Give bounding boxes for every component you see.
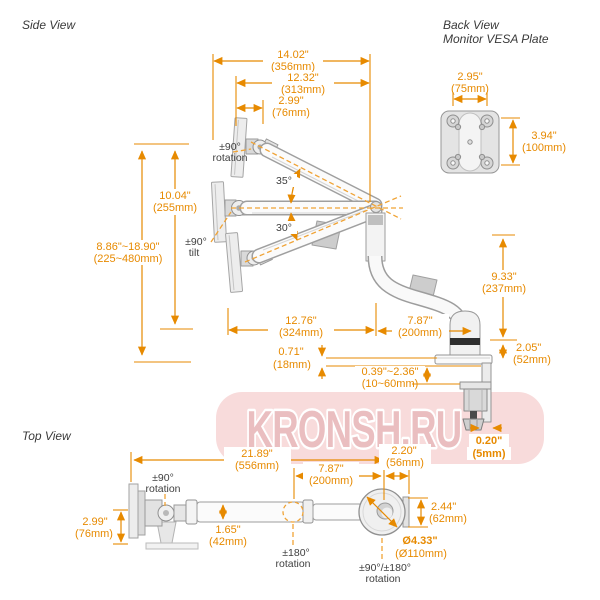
dim-base-side-in: 2.44": [431, 501, 456, 513]
back-view-dimensions: 2.95" (75mm) 3.94" (100mm): [451, 71, 566, 166]
label-rotation-base-1: ±90°/±180°: [359, 562, 411, 574]
monitor-plate-down: [225, 232, 244, 293]
dim-arm-width-in: 1.65": [215, 524, 240, 536]
elbow-rotation-mark: [282, 501, 304, 523]
dim-clamp-plate-in: 0.20": [476, 435, 503, 447]
dim-vesa-width-mm: (75mm): [451, 83, 489, 95]
side-view-title: Side View: [22, 18, 76, 32]
dim-plate-thickness-mm: (18mm): [273, 359, 311, 371]
top-arm-forearm: [312, 503, 364, 521]
side-view-drawing: [210, 117, 493, 431]
arm-position-up: [259, 142, 383, 213]
label-rotation-top-2: rotation: [212, 152, 247, 164]
dim-plate-depth-in: 2.99": [82, 516, 107, 528]
dim-reach-lower-mm: (324mm): [279, 327, 323, 339]
dim-lift-range-mm: (255mm): [153, 202, 197, 214]
dim-base-offset-in: 2.20": [391, 445, 416, 457]
dim-plate-thickness-in: 0.71": [278, 346, 303, 358]
dim-height-range-mm: (225~480mm): [94, 253, 163, 265]
dim-width-arm-mm: (313mm): [281, 84, 325, 96]
back-view-title-line1: Back View: [443, 18, 500, 32]
dim-lift-range-in: 10.04": [159, 190, 191, 202]
dim-forearm-mm: (200mm): [309, 475, 353, 487]
centerlines: [210, 141, 403, 263]
dim-vesa-height-in: 3.94": [531, 130, 556, 142]
dim-clamp-range-in: 0.39"~2.36": [361, 366, 418, 378]
dim-base-height-in: 2.05": [516, 342, 541, 354]
dim-width-full-in: 14.02": [277, 49, 309, 61]
top-view-title: Top View: [22, 429, 72, 443]
dim-clamp-range-mm: (10~60mm): [362, 378, 419, 390]
label-rotation-top-1: ±90°: [219, 141, 241, 153]
dim-riser-height-mm: (237mm): [482, 283, 526, 295]
dim-forearm-in: 7.87": [318, 463, 343, 475]
dim-total-reach-in: 21.89": [241, 448, 273, 460]
monitor-plate-up: [230, 117, 248, 178]
monitor-plate-mid: [210, 181, 228, 243]
label-tilt-2: tilt: [189, 247, 200, 259]
dim-arm-width-mm: (42mm): [209, 536, 247, 548]
label-rotation-elbow-2: rotation: [275, 558, 310, 570]
dim-width-full-mm: (356mm): [271, 61, 315, 73]
dim-base-diameter-in: Ø4.33": [402, 535, 437, 547]
dim-reach-rear-mm: (200mm): [398, 327, 442, 339]
back-view-title-line2: Monitor VESA Plate: [443, 32, 549, 46]
label-rotation-base-2: rotation: [365, 573, 400, 585]
dim-width-arm-in: 12.32": [287, 72, 319, 84]
vesa-screw-holes: [446, 114, 494, 170]
dim-base-offset-mm: (56mm): [386, 457, 424, 469]
vesa-center-hole: [467, 139, 473, 145]
dim-base-diameter-mm: (Ø110mm): [395, 548, 447, 560]
watermark-band: [216, 392, 544, 464]
dim-reach-lower-in: 12.76": [285, 315, 317, 327]
dim-plate-offset-mm: (76mm): [272, 107, 310, 119]
titles: Side View Back View Monitor VESA Plate T…: [22, 18, 549, 443]
top-arm-upper: [196, 501, 305, 523]
dim-reach-rear-in: 7.87": [407, 315, 432, 327]
clamp-screw: [470, 411, 477, 419]
dim-total-reach-mm: (556mm): [235, 460, 279, 472]
dim-base-height-mm: (52mm): [513, 354, 551, 366]
dim-riser-height-in: 9.33": [491, 271, 516, 283]
dim-base-side-mm: (62mm): [429, 513, 467, 525]
top-vesa-plate: [128, 483, 139, 539]
dim-plate-depth-mm: (76mm): [75, 528, 113, 540]
dim-plate-offset-in: 2.99": [278, 95, 303, 107]
dim-vesa-height-mm: (100mm): [522, 142, 566, 154]
label-rotation-vesa-2: rotation: [145, 483, 180, 495]
side-view-dimensions: 14.02" (356mm) 12.32" (313mm) 2.99" (76m…: [92, 47, 555, 460]
label-tilt-1: ±90°: [185, 236, 207, 248]
dim-vesa-width-in: 2.95": [457, 71, 482, 83]
label-angle-up: 35°: [276, 175, 292, 187]
dim-clamp-plate-mm: (5mm): [472, 448, 505, 460]
dim-height-range-in: 8.86"~18.90": [96, 241, 159, 253]
arm-pivot-joint: [370, 201, 382, 213]
label-rotation-elbow-1: ±180°: [282, 547, 309, 559]
label-rotation-vesa-1: ±90°: [152, 472, 174, 484]
vesa-plate-drawing: [440, 110, 500, 174]
label-angle-down: 30°: [276, 222, 292, 234]
top-view-dimensions: 21.89" (556mm) ±90° rotation 2.99" (76mm…: [75, 444, 474, 585]
